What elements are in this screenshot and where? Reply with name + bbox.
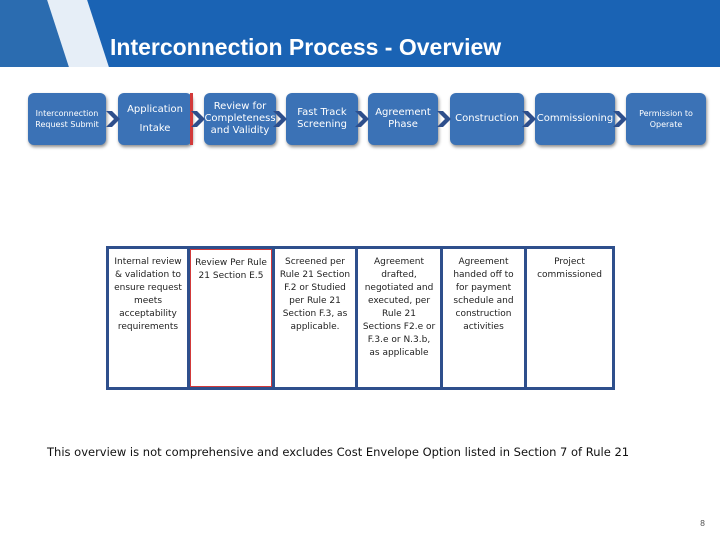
page-number: 8 [700, 519, 706, 528]
chevron-right-icon [522, 111, 536, 127]
chevron-right-icon [355, 111, 369, 127]
chevron-right-icon [106, 111, 120, 127]
detail-fast-track: Screened per Rule 21 Section F.2 or Stud… [275, 249, 355, 387]
chevron-right-icon [273, 111, 287, 127]
step-agreement-phase: Agreement Phase [368, 93, 438, 145]
title-banner [0, 0, 720, 67]
step-request-submit: Interconnection Request Submit [28, 93, 106, 145]
detail-review: Review Per Rule 21 Section E.5 [190, 249, 272, 387]
step-application-intake-label-line2: Intake [139, 122, 171, 134]
step-request-submit-label: Interconnection Request Submit [35, 109, 99, 129]
step-application-intake: Application Intake [118, 93, 192, 145]
step-construction: Construction [450, 93, 524, 145]
step-fast-track-label: Fast Track Screening [297, 107, 347, 130]
chevron-right-icon [613, 111, 627, 127]
detail-construction: Agreement handed off to for payment sche… [443, 249, 524, 387]
step-review-completeness-label: Review for Completeness and Validity [204, 101, 276, 136]
slide-title: Interconnection Process - Overview [110, 34, 502, 60]
step-commissioning-label: Commissioning [536, 113, 614, 124]
step-commissioning: Commissioning [535, 93, 615, 145]
step-construction-label: Construction [455, 113, 519, 124]
intake-highlight-marker [190, 93, 193, 145]
step-review-completeness: Review for Completeness and Validity [204, 93, 276, 145]
step-fast-track: Fast Track Screening [286, 93, 358, 145]
detail-commissioning: Project commissioned [527, 249, 612, 387]
detail-intake: Internal review & validation to ensure r… [109, 249, 187, 387]
step-agreement-phase-label: Agreement Phase [375, 107, 431, 130]
step-permission-label: Permission to Operate [639, 109, 693, 129]
detail-agreement: Agreement drafted, negotiated and execut… [358, 249, 440, 387]
step-permission-to-operate: Permission to Operate [626, 93, 706, 145]
chevron-right-icon [191, 111, 205, 127]
chevron-right-icon [437, 111, 451, 127]
step-application-intake-label-line1: Application [127, 103, 183, 115]
disclaimer-note: This overview is not comprehensive and e… [47, 445, 630, 459]
